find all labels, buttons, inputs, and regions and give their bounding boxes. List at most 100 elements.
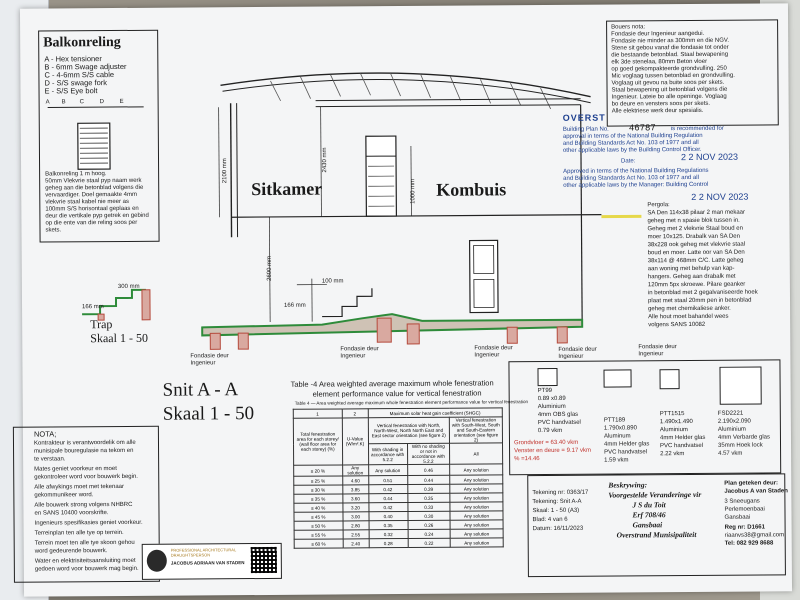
- fondasie-label: Fondasie deur Ingenieur: [474, 345, 513, 359]
- dimension-label: 2100 mm: [222, 158, 229, 184]
- designer-strip: PROFESSIONAL ARCHITECTURAL DRAUGHTSPERSO…: [141, 542, 282, 580]
- nota-box: NOTA; Kontrakteur is verantwoordelik om …: [12, 425, 160, 583]
- cell: 4.60: [342, 475, 369, 485]
- beskrywing-label: Beskrywing:: [608, 480, 648, 490]
- window-pt99: PT99 0.89 x0.89 Aluminium 4mm OBS glas P…: [509, 360, 779, 434]
- window-ptt189: PTT189 1.790x0.890 Aluminum 4mm Helder g…: [509, 360, 779, 463]
- cell: Any solution: [449, 483, 503, 494]
- cell: 2.80: [342, 520, 369, 530]
- cell: 0.30: [407, 511, 451, 521]
- window-line: FSD2221: [717, 410, 744, 417]
- window-line: PT99: [537, 387, 553, 395]
- balkon-title: Balkonreling: [43, 34, 121, 51]
- railing-letter: E: [119, 98, 124, 105]
- drafter-line: Perlemoenbaai: [724, 506, 765, 513]
- tb-line: Tekening: Snit A-A: [532, 498, 582, 506]
- date-stamp: 2 2 NOV 2023: [680, 151, 739, 163]
- cell: 3.00: [342, 511, 369, 521]
- beskrywing-line: Overstrand Munisipaliteit: [616, 529, 697, 540]
- h-c4: Vertical fenestration with South-West, S…: [449, 416, 503, 444]
- nota-line: Alle afwykings moet met tekenaar: [34, 483, 125, 491]
- note-line: op die ente van die reling soos per: [45, 219, 138, 227]
- window-line: Aluminium: [659, 427, 688, 434]
- balkon-legend: A - Hex tensioner B - 6mm Swage adjuster…: [39, 31, 157, 95]
- cell: 0.42: [368, 484, 408, 494]
- pergola-line: plaat met staal 20mm pen in betonblad: [647, 297, 752, 305]
- cell: ≤ 55 %: [294, 529, 343, 540]
- drafter-line: Plan geteken deur:: [724, 480, 778, 487]
- cell: 0.39: [407, 484, 450, 494]
- cell: Any solution: [450, 528, 504, 539]
- cell: Any solution: [449, 492, 503, 503]
- dimension-label: 2430 mm: [321, 147, 329, 173]
- pergola-line: aan woning met behulp van kap-: [647, 265, 735, 273]
- pergola-notes: Pergola: SA Den 114x38 pilaar 2 man meka…: [647, 201, 784, 337]
- nota-line: Alle bouwerk strong volgens NHBRC: [34, 501, 133, 509]
- dimension-label: 300 mm: [117, 283, 140, 291]
- pergola-line: in betonblad met 2 gegalvaniseerde hoek: [647, 289, 758, 297]
- nota-line: gekontroleer word voor bouwerk begin.: [34, 473, 138, 481]
- window-fsd2221-icon: [719, 366, 762, 405]
- fondasie-label: Fondasie deur Ingenieur: [340, 346, 379, 360]
- pergola-line: moer 10x125. Drabalk van SA Den: [647, 233, 740, 241]
- window-line: PVC handvatsel: [604, 449, 648, 456]
- cell: ≤ 25 %: [293, 475, 343, 486]
- overstrand-label: OVERST: [562, 112, 606, 123]
- floor-line: Grondvloer = 63.40 vkm: [513, 439, 579, 447]
- balkon-notes: Balkonreling 1 m hoog. 50mm Vlekvrie sta…: [39, 31, 157, 233]
- dimension-label: 166 mm: [82, 304, 104, 311]
- railing-letter: D: [99, 99, 104, 106]
- cell: 0.35: [368, 520, 408, 530]
- title-block: Tekening nr: 0363/17 Tekening: Snit A-A …: [527, 473, 788, 578]
- plan-number: 46787: [628, 123, 656, 134]
- nota-title: NOTA;: [33, 429, 57, 439]
- drawing-sheet: Balkonreling A - Hex tensioner B - 6mm S…: [12, 3, 793, 597]
- cell: 0.44: [407, 475, 450, 485]
- cell: 0.42: [368, 502, 408, 512]
- drafter-line: 3 Sneeugans: [724, 498, 760, 505]
- window-line: 4mm Verbarde glas: [717, 434, 771, 441]
- bouers-nota-box: Bouers nota: Fondasie deur Ingenieur aan…: [606, 19, 779, 127]
- tb-line: Skaal: 1 - 50 (A3): [532, 507, 580, 515]
- cell: Any solution: [450, 537, 504, 548]
- pergola-line: 38x228 ook geheg met vlekvrie staal: [647, 241, 746, 249]
- cell: Any solution: [450, 519, 504, 530]
- railing-diagram: [47, 106, 144, 170]
- trap-scale: Skaal 1 - 50: [90, 330, 148, 346]
- nota-line: gekommunikeer word.: [34, 492, 94, 499]
- tb-line: Blad: 4 van 6: [532, 516, 568, 524]
- window-line: 4mm OBS glas: [537, 411, 579, 419]
- nota-line: word gedeurende bouwerk.: [34, 548, 108, 555]
- window-pt99-icon: [537, 367, 558, 387]
- col-num: 1: [293, 408, 342, 419]
- pergola-line: geheg met n spasie blok tussen in.: [647, 217, 740, 225]
- cell: ≤ 30 %: [293, 484, 343, 495]
- window-ptt189-icon: [603, 369, 632, 388]
- section-drawing: [201, 72, 643, 350]
- cell: ≤ 50 %: [294, 520, 343, 531]
- title-block-description: Beskrywing: Voorgestelde Veranderinge vi…: [608, 480, 718, 539]
- pergola-line: volgens SANS 10082: [648, 321, 706, 329]
- cell: Any solution: [342, 464, 369, 476]
- room-label-sitkamer: Sitkamer: [251, 178, 323, 200]
- dimension-label: 2600 mm: [266, 255, 273, 281]
- h-all: All: [449, 442, 503, 465]
- pergola-line: Alle hout moet bahandel wees: [648, 313, 729, 321]
- window-line: 0.79 vkm: [537, 427, 563, 435]
- nota-line: Terrein moet ten alle tye skoon gehou: [34, 539, 135, 547]
- cell: Any solution: [449, 510, 504, 521]
- nota-line: Kontrakteur is verantwoordelik om alle: [33, 439, 136, 447]
- dimension-label: 100 mm: [321, 278, 344, 285]
- window-line: Aluminium: [537, 403, 566, 411]
- cell: 0.51: [368, 475, 408, 485]
- table4-title-2: element performance value for vertical f…: [312, 388, 482, 399]
- cell: Any solution: [368, 464, 408, 476]
- railing-letter: C: [79, 99, 84, 106]
- window-fsd2221: FSD2221 2.190x2.090 Aluminium 4mm Verbar…: [509, 360, 779, 457]
- beskrywing-line: Erf 708/46: [632, 510, 666, 520]
- trap-title: Trap: [90, 317, 113, 332]
- fondasie-label: Fondasie deur Ingenieur: [558, 346, 597, 360]
- cell: 0.24: [407, 529, 451, 539]
- cell: Any solution: [449, 474, 503, 485]
